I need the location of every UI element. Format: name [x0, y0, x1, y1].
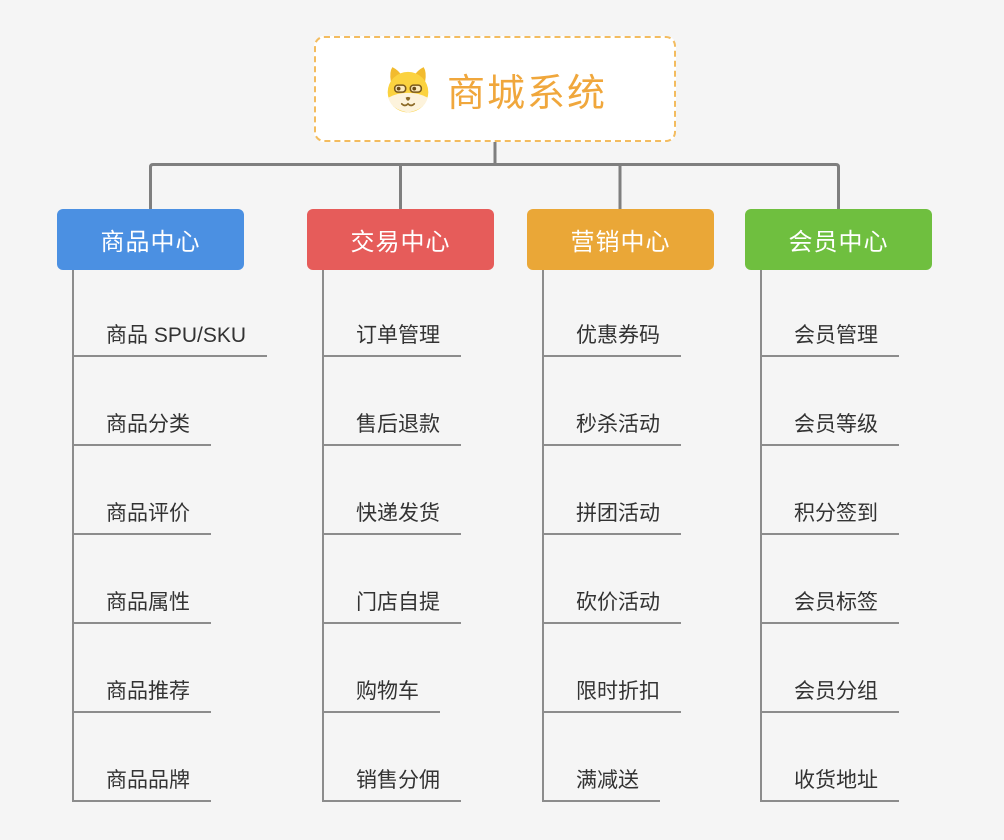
- leaf-item[interactable]: 商品属性: [73, 586, 211, 624]
- category-marketing-center[interactable]: 营销中心: [527, 209, 714, 270]
- leaf-item[interactable]: 商品推荐: [73, 675, 211, 713]
- leaf-item[interactable]: 售后退款: [323, 408, 461, 446]
- leaf-item[interactable]: 会员等级: [761, 408, 899, 446]
- branch-line: [72, 270, 74, 802]
- leaf-item[interactable]: 收货地址: [761, 764, 899, 802]
- leaf-item[interactable]: 购物车: [323, 675, 440, 713]
- leaf-item[interactable]: 商品评价: [73, 497, 211, 535]
- category-label: 营销中心: [570, 229, 671, 256]
- leaf-item[interactable]: 销售分佣: [323, 764, 461, 802]
- leaf-item[interactable]: 商品 SPU/SKU: [73, 319, 268, 357]
- leaf-item[interactable]: 积分签到: [761, 497, 899, 535]
- root-node[interactable]: 商城系统: [314, 36, 676, 142]
- leaf-item[interactable]: 门店自提: [323, 586, 461, 624]
- root-title: 商城系统: [446, 72, 607, 115]
- category-member-center[interactable]: 会员中心: [745, 209, 932, 270]
- leaf-item[interactable]: 满减送: [543, 764, 660, 802]
- leaf-item[interactable]: 优惠券码: [543, 319, 681, 357]
- leaf-item[interactable]: 拼团活动: [543, 497, 681, 535]
- leaf-item[interactable]: 会员分组: [761, 675, 899, 713]
- category-product-center[interactable]: 商品中心: [57, 209, 244, 270]
- branch-line: [322, 270, 324, 802]
- leaf-item[interactable]: 商品品牌: [73, 764, 211, 802]
- leaf-item[interactable]: 限时折扣: [543, 675, 681, 713]
- category-trade-center[interactable]: 交易中心: [307, 209, 494, 270]
- branch-line: [542, 270, 544, 802]
- leaf-item[interactable]: 砍价活动: [543, 586, 681, 624]
- category-label: 交易中心: [350, 229, 451, 256]
- leaf-item[interactable]: 订单管理: [323, 319, 461, 357]
- category-label: 商品中心: [100, 229, 201, 256]
- leaf-item[interactable]: 秒杀活动: [543, 408, 681, 446]
- leaf-item[interactable]: 快递发货: [323, 497, 461, 535]
- category-label: 会员中心: [788, 229, 889, 256]
- leaf-item[interactable]: 会员管理: [761, 319, 899, 357]
- leaf-item[interactable]: 商品分类: [73, 408, 211, 446]
- leaf-item[interactable]: 会员标签: [761, 586, 899, 624]
- branch-line: [760, 270, 762, 802]
- dog-face-icon: [387, 67, 429, 113]
